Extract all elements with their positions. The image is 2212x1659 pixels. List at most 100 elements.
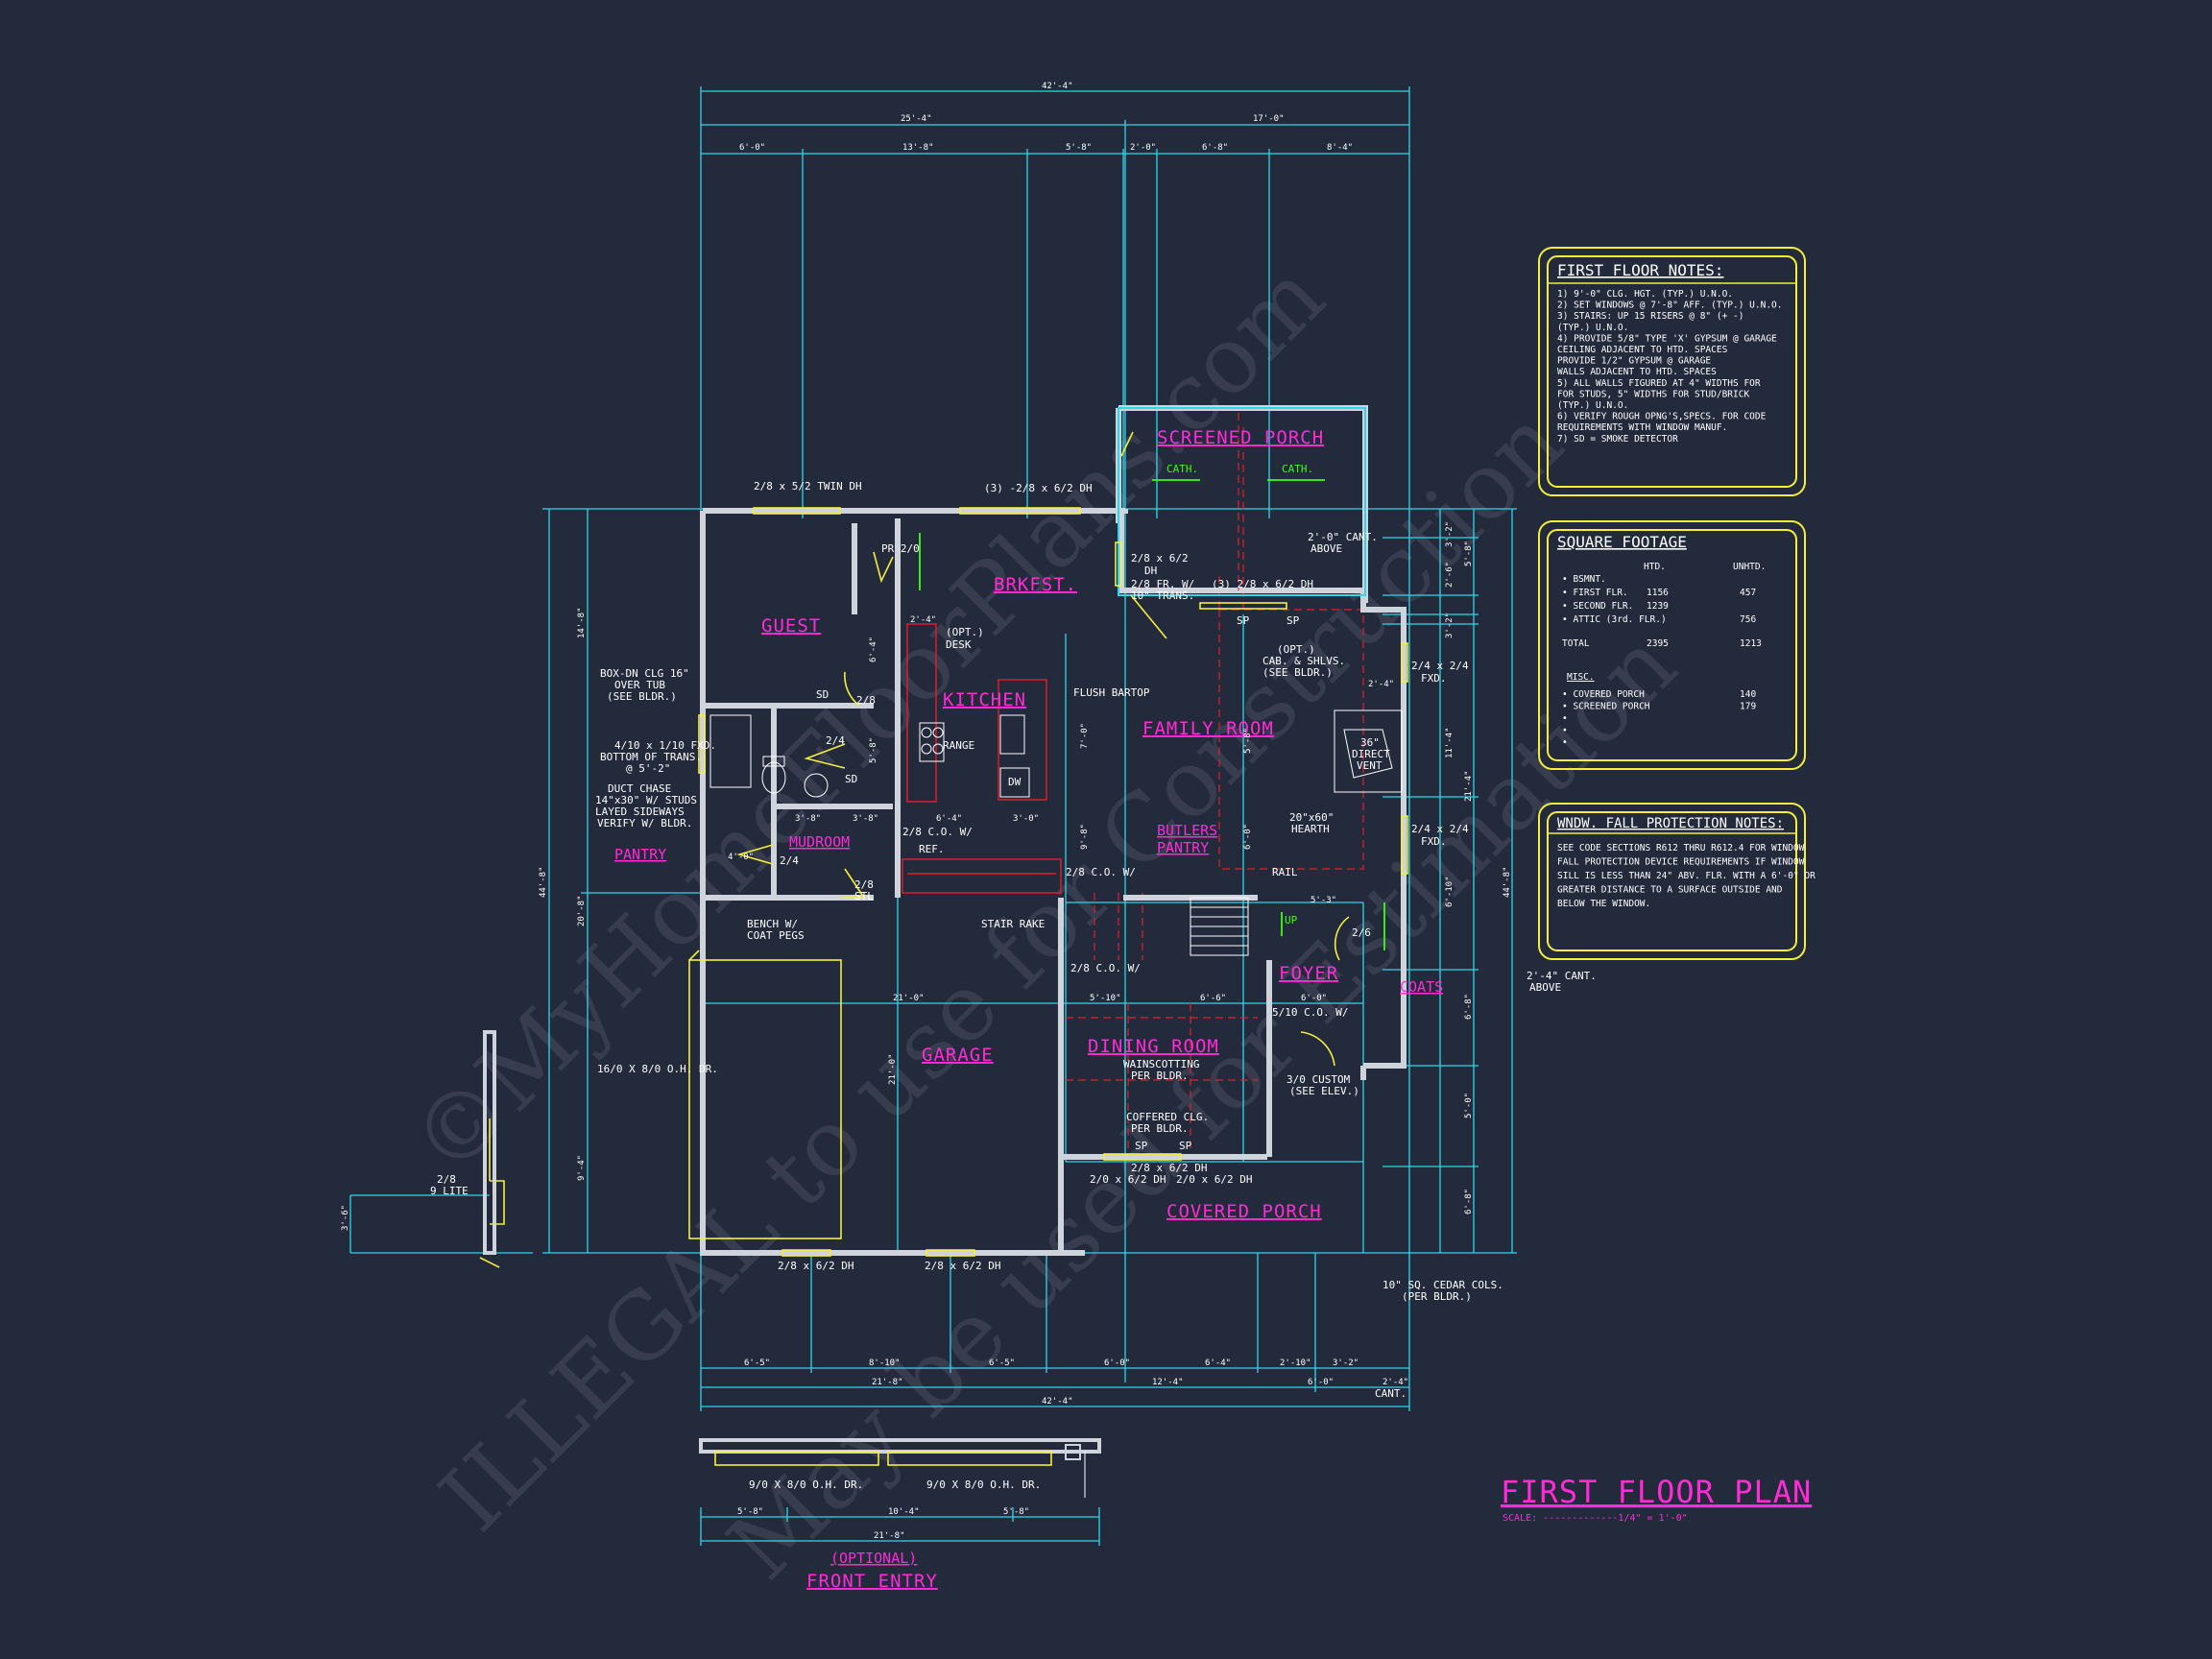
label-fxd-win-1: 4/10 x 1/10 FXD. xyxy=(614,739,716,752)
label-three-dh-mid: (3) 2/8 x 6/2 DH xyxy=(1212,578,1313,590)
label-fr: 2/8 FR. W/ xyxy=(1131,578,1194,590)
dim-bot-b3: 6'-0" xyxy=(1308,1378,1334,1387)
label-opt-desk-1: (OPT.) xyxy=(946,626,984,638)
first-floor-note-line: 7) SD = SMOKE DETECTOR xyxy=(1557,434,1678,445)
dim-3-0: 3'-0" xyxy=(1013,814,1039,824)
label-opt-cab-2: CAB. & SHLVS. xyxy=(1262,655,1345,667)
dim-bot-c2: 8'-10" xyxy=(869,1358,901,1368)
room-optional: (OPTIONAL) xyxy=(830,1550,917,1567)
dim-bot-c6: 2'-10" xyxy=(1280,1358,1311,1368)
label-wain-2: PER BLDR. xyxy=(1131,1070,1189,1082)
window-fall-title: WNDW. FALL PROTECTION NOTES: xyxy=(1557,816,1784,831)
dim-5-8: 5'-8" xyxy=(869,737,878,763)
plan-title-main: FIRST FLOOR PLAN xyxy=(1501,1474,1812,1510)
dim-left-b: 20'-8" xyxy=(577,895,587,926)
label-vent-1: 36" xyxy=(1360,736,1380,749)
label-rail: RAIL xyxy=(1272,866,1298,878)
bath-fixtures xyxy=(709,714,1030,798)
annotations: CATH. CATH. 2/8 x 5/2 TWIN DH (3) -2/8 x… xyxy=(430,463,1597,1491)
label-duct-1: DUCT CHASE xyxy=(608,782,671,795)
label-twin-dh: 2/8 x 5/2 TWIN DH xyxy=(754,480,862,493)
dim-top-c6: 8'-4" xyxy=(1327,143,1353,153)
label-sp-3: SP xyxy=(1135,1140,1148,1152)
window-fall-note-line: SILL IS LESS THAN 24" ABV. FLR. WITH A 6… xyxy=(1557,871,1815,881)
label-dh-b: 2/0 x 6/2 DH xyxy=(1090,1173,1166,1186)
dim-top-total: 42'-4" xyxy=(1042,82,1073,91)
label-fxd-win-3: @ 5'-2" xyxy=(626,762,670,775)
label-cant-2-4-2: ABOVE xyxy=(1529,981,1561,994)
dim-top-c4: 2'-0" xyxy=(1130,143,1156,153)
dim-bot-b2: 12'-4" xyxy=(1152,1378,1184,1387)
room-dining-room: DINING ROOM xyxy=(1088,1036,1219,1057)
dim-right-b8: 5'-0" xyxy=(1464,1093,1474,1118)
dim-top-b: 17'-0" xyxy=(1253,114,1285,124)
label-ohd-16: 16/0 X 8/0 O.H. DR. xyxy=(597,1063,718,1075)
label-opt-cab-1: (OPT.) xyxy=(1277,643,1315,656)
label-dw: DW xyxy=(1008,776,1022,788)
label-bench-2: COAT PEGS xyxy=(747,929,805,942)
room-screened-porch: SCREENED PORCH xyxy=(1157,427,1324,448)
window-fall-note-line: GREATER DISTANCE TO A SURFACE OUTSIDE AN… xyxy=(1557,885,1783,896)
first-floor-notes-title: FIRST FLOOR NOTES: xyxy=(1557,261,1723,279)
label-sd-1: SD xyxy=(816,688,829,701)
label-sd-2: SD xyxy=(845,773,857,785)
label-fxd-1: 2/4 x 2/4 xyxy=(1411,660,1469,672)
label-stair-rake: STAIR RAKE xyxy=(981,918,1045,930)
label-fxd-3: 2/4 x 2/4 xyxy=(1411,823,1469,835)
dim-6-4: 6'-4" xyxy=(936,814,962,824)
label-cols-1: 10" SQ. CEDAR COLS. xyxy=(1382,1279,1503,1291)
staircase xyxy=(1190,897,1283,956)
dim-bot-c7: 3'-2" xyxy=(1333,1358,1358,1368)
dim-fe-3: 5'-8" xyxy=(1003,1507,1029,1517)
first-floor-note-line: FOR STUDS, 5" WIDTHS FOR STUD/BRICK xyxy=(1557,389,1749,399)
first-floor-note-line: 3) STAIRS: UP 15 RISERS @ 8" (+ -) xyxy=(1557,311,1743,322)
label-dh-c: 2/0 x 6/2 DH xyxy=(1176,1173,1252,1186)
label-co-w-1: 2/8 C.O. W/ xyxy=(1066,866,1136,878)
sqft-row-label: TOTAL xyxy=(1562,638,1590,649)
dim-left-c: 9'-4" xyxy=(577,1155,587,1181)
label-dh-g2: 2/8 x 6/2 DH xyxy=(925,1260,1000,1272)
label-cath-1: CATH. xyxy=(1166,463,1198,475)
dim-right-b7: 6'-8" xyxy=(1464,994,1474,1020)
sqft-row-label: • BSMNT. xyxy=(1562,574,1606,585)
label-co-w-2: 2/8 C.O. W/ xyxy=(1070,962,1141,974)
dim-right-total: 44'-8" xyxy=(1503,866,1512,898)
dim-7-0: 7'-0" xyxy=(1080,723,1090,749)
dim-2-4b: 2'-4" xyxy=(1368,680,1394,689)
label-fr-trans: 10" TRANS. xyxy=(1131,589,1194,602)
sqft-row-htd: 2395 xyxy=(1647,638,1669,649)
label-lite-2: 9 LITE xyxy=(430,1185,469,1197)
room-pantry: PANTRY xyxy=(614,846,666,863)
first-floor-note-line: PROVIDE 1/2" GYPSUM @ GARAGE xyxy=(1557,356,1711,367)
label-hearth-2: HEARTH xyxy=(1291,823,1330,835)
first-floor-note-line: 4) PROVIDE 5/8" TYPE 'X' GYPSUM @ GARAGE xyxy=(1557,333,1777,344)
dim-top-c2: 13'-8" xyxy=(902,143,934,153)
dim-bot-b4: 2'-4" xyxy=(1382,1378,1408,1387)
label-co-ref-2: REF. xyxy=(919,843,945,855)
dimension-text: 42'-4" 25'-4" 17'-0" 6'-0" 13'-8" 5'-8" … xyxy=(341,82,1512,1541)
sqft-misc-label: • xyxy=(1562,726,1568,736)
square-footage-notes: SQUARE FOOTAGE HTD. UNHTD. • BSMNT.• FIR… xyxy=(1538,520,1806,770)
sqft-misc-unhtd: 140 xyxy=(1740,689,1756,700)
room-coats: COATS xyxy=(1400,978,1443,996)
first-floor-note-line: REQUIREMENTS WITH WINDOW MANUF. xyxy=(1557,422,1727,433)
dim-mid-21: 21'-0" xyxy=(893,994,925,1003)
room-butlers-pantry: PANTRY xyxy=(1157,839,1209,856)
dim-6-4v: 6'-4" xyxy=(869,637,878,662)
label-pr: PR 2/0 xyxy=(881,542,920,555)
dim-bot-c4: 6'-0" xyxy=(1104,1358,1130,1368)
sqft-row-htd: 1156 xyxy=(1647,588,1669,598)
room-covered-porch: COVERED PORCH xyxy=(1166,1201,1322,1222)
sqft-row-unhtd: 756 xyxy=(1740,614,1756,625)
dim-right-b4: 3'-2" xyxy=(1445,613,1455,638)
first-floor-note-line: 5) ALL WALLS FIGURED AT 4" WIDTHS FOR xyxy=(1557,378,1761,389)
first-floor-note-line: 1) 9'-0" CLG. HGT. (TYP.) U.N.O. xyxy=(1557,289,1733,300)
label-opt-cab-3: (SEE BLDR.) xyxy=(1262,666,1333,679)
casework xyxy=(902,427,1364,1152)
dim-right-a: 21'-4" xyxy=(1464,770,1474,802)
dim-3-8a: 3'-8" xyxy=(795,814,821,824)
dim-right-b1: 3'-2" xyxy=(1445,521,1455,547)
dim-6-6: 6'-6" xyxy=(1200,994,1226,1003)
room-butlers: BUTLERS xyxy=(1157,822,1217,839)
label-door-2-4b: 2/4 xyxy=(780,854,799,867)
